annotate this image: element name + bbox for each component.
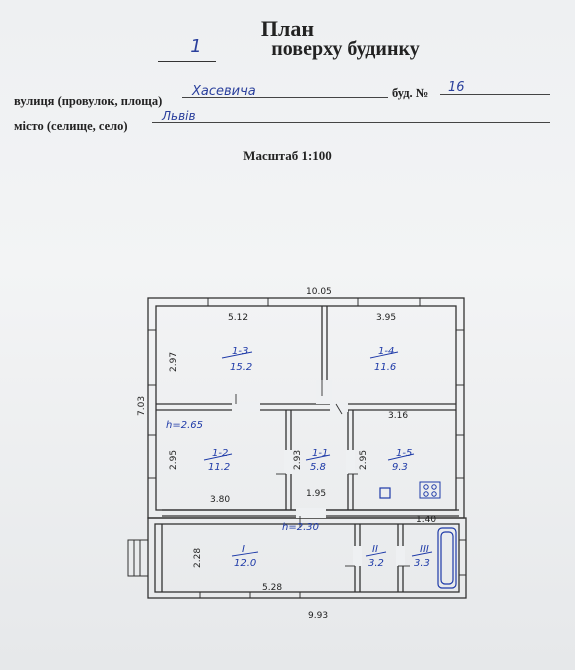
- city-label: місто (селище, село): [14, 119, 128, 133]
- door-gaps: [232, 380, 405, 566]
- street-underline: [182, 97, 388, 98]
- scale-label: Масштаб 1:100: [243, 148, 332, 163]
- building-value: 16: [448, 80, 465, 95]
- room-1-5-width: 3.16: [388, 411, 408, 421]
- room-1-4-width: 3.95: [376, 313, 396, 323]
- room-1-1-height: 2.93: [293, 450, 303, 470]
- room-iii-width: 1.40: [416, 515, 436, 525]
- city-underline: [152, 122, 550, 123]
- room-1-3-number: 1-3: [232, 346, 248, 357]
- room-i-area: 12.0: [234, 558, 256, 569]
- street-value: Хасевича: [192, 84, 256, 99]
- bathtub-icon: [437, 527, 457, 589]
- room-1-2-number: 1-2: [212, 448, 228, 459]
- room-1-3-height: 2.97: [169, 352, 179, 372]
- dim-overall-left: 7.03: [137, 396, 147, 416]
- room-ii-tag: II 3.2: [365, 544, 387, 569]
- room-1-5-number: 1-5: [396, 448, 412, 459]
- floor-number-underline: [158, 61, 216, 62]
- dim-overall-bottom: 9.93: [308, 611, 328, 621]
- street-label: вулиця (провулок, площа): [14, 94, 163, 108]
- room-i-height: 2.28: [193, 548, 203, 568]
- stove-icon: [419, 481, 441, 499]
- room-1-2-width: 3.80: [210, 495, 230, 505]
- room-i-width: 5.28: [262, 583, 282, 593]
- door-leaves: [235, 380, 410, 567]
- room-1-5-area: 9.3: [392, 462, 408, 473]
- room-1-1-width: 1.95: [306, 489, 326, 499]
- room-1-4-tag: 1-4 11.6: [369, 346, 399, 373]
- room-i-tag: I 12.0: [231, 544, 259, 569]
- room-i-number: I: [242, 544, 245, 555]
- building-label: буд. №: [392, 86, 429, 100]
- room-1-1-number: 1-1: [312, 448, 328, 459]
- room-1-2-height: 2.95: [169, 450, 179, 470]
- room-1-2-tag: 1-2 11.2: [203, 448, 233, 473]
- room-iii-number: III: [420, 544, 429, 555]
- page-title: План: [260, 16, 315, 41]
- floor-subtitle: поверху будинку: [271, 38, 420, 60]
- room-1-2-area: 11.2: [208, 462, 230, 473]
- room-1-3-width: 5.12: [228, 313, 248, 323]
- ceiling-height-lower: h=2.30: [282, 522, 319, 533]
- room-1-3-area: 15.2: [230, 362, 252, 373]
- floor-number: 1: [190, 36, 202, 57]
- dim-overall-top: 10.05: [306, 287, 332, 297]
- room-1-5-tag: 1-5 9.3: [387, 448, 415, 473]
- room-ii-number: II: [372, 544, 378, 555]
- room-ii-area: 3.2: [368, 558, 384, 569]
- room-iii-area: 3.3: [414, 558, 430, 569]
- room-1-1-tag: 1-1 5.8: [305, 448, 331, 473]
- room-1-4-number: 1-4: [378, 346, 394, 357]
- room-iii-tag: III 3.3: [411, 544, 433, 569]
- room-1-3-tag: 1-3 15.2: [221, 346, 252, 373]
- room-1-1-area: 5.8: [310, 462, 326, 473]
- window-marks: [148, 298, 466, 598]
- building-underline: [440, 94, 550, 95]
- room-1-4-area: 11.6: [374, 362, 396, 373]
- ceiling-height-upper: h=2.65: [166, 420, 203, 431]
- room-1-5-height: 2.95: [359, 450, 369, 470]
- entrance-steps: [127, 539, 149, 577]
- city-value: Львів: [162, 109, 196, 123]
- sink-icon: [379, 487, 391, 499]
